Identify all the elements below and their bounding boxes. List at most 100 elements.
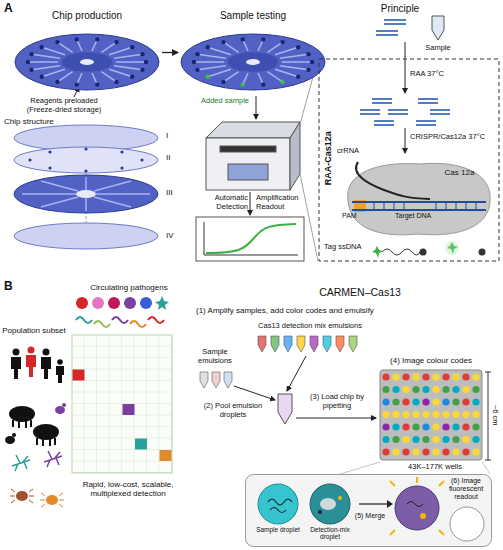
imaging-chip-shape [412,448,419,455]
pointer-arrow [287,356,306,391]
dna-strand [374,120,394,122]
imaging-chip-shape [412,373,419,380]
emulsion-tubes [200,372,208,388]
imaging-chip-shape [442,448,449,455]
layer-number: IV [166,231,186,240]
imaging-chip-shape [392,423,399,430]
chip-disc-shape [140,68,144,72]
step-label: Added sample [196,97,254,106]
cas12a-protein-shape [356,162,430,199]
droplet-inset-shape [420,513,426,519]
imaging-chip-shape [442,423,449,430]
chip-disc-shape [241,82,245,86]
imaging-chip-shape [402,448,409,455]
pathogen-icons [112,317,128,323]
step-label: (3) Load chip by pipetting [298,393,376,410]
imaging-chip-shape [412,386,419,393]
pathogen-icons [124,297,136,309]
sample-droplet-shape [258,484,298,524]
note: Rapid, low-cost, scalable, multiplexed d… [78,480,178,498]
chip-disc-shape [28,61,58,63]
chip-disc-shape [282,61,312,63]
panel-heading: Chip production [12,10,162,22]
chip-layers [94,197,131,207]
pathogen-icons [155,296,169,310]
chip-disc-shape [42,47,65,55]
sample-label: Sample [418,44,458,53]
chip-disc-shape [206,45,210,49]
host-icons [55,406,65,414]
host-icons [5,436,15,444]
chip-disc-shape [130,75,134,79]
detection-droplet: Detection-mix droplet [302,482,358,544]
pathogen-matrix [72,335,172,473]
imaging-chip-shape [442,398,449,405]
imaging-chip-shape [452,411,459,418]
imaging-chip-shape [378,356,484,462]
imaging-chip-shape [452,386,459,393]
pathogen-icons [76,297,88,309]
method-label: RAA-Cas12a [323,118,333,198]
chip-disc-shape [57,72,72,82]
chip-layers [76,190,96,198]
imaging-chip-shape [382,373,389,380]
pathogen-icons [94,321,110,327]
chip-disc-shape [181,34,325,90]
chip-disc-shape [195,68,199,72]
reporter-probe [479,249,486,256]
panel-heading: CARMEN–Cas13 [280,286,440,298]
host-icons [57,359,63,365]
chip-layers [14,147,158,173]
imaging-chip-shape [432,436,439,443]
chip-layers [41,181,78,191]
imaging-chip-shape [402,373,409,380]
imaging-chip-shape [442,386,449,393]
step-label: (1) Amplify samples, add color codes and… [196,306,496,315]
imaging-chip-shape [382,411,389,418]
chip-layers [94,181,131,191]
imaging-chip-shape [462,436,469,443]
emulsion-tubes [310,336,318,352]
host-icons [41,357,51,379]
reporter-probe [382,249,420,255]
imaging-chip-shape [382,398,389,405]
flow-arrow [162,52,178,53]
imaging-chip-shape [392,448,399,455]
chip-disc-shape [12,10,162,95]
step-label: RAA 37°C [410,70,470,79]
chip-disc-shape [116,61,146,63]
chip-disc-shape [42,69,65,77]
dimension-bracket [485,460,491,461]
dna-strand [372,102,392,104]
chip-disc-shape [280,66,308,70]
imaging-chip-shape [442,411,449,418]
part-label: Target DNA [395,212,455,220]
dna-strand [360,109,380,111]
chip-disc-shape [15,34,159,90]
dna-strand [360,113,380,115]
chip-layers [28,158,31,161]
amplification-plot [196,217,304,261]
chip-disc-shape [62,52,112,72]
chip-disc-shape [223,42,238,52]
imaging-chip-shape [392,411,399,418]
imaging-chip-shape [412,398,419,405]
chip-disc-shape [275,47,298,55]
dimension-bracket [485,372,491,460]
host-icons [9,406,35,422]
chip-layers [120,150,123,153]
detection-droplet-shape [338,496,342,500]
host-icons [28,347,35,354]
group-heading: Population subset [2,326,66,335]
part-label: Chip structure [4,117,84,126]
pathogen-matrix [73,370,85,381]
pathogen-matrix [72,335,172,473]
chip-disc-shape [55,80,59,84]
emulsion-tubes [297,336,305,352]
chip-disc: Sample testing [178,10,328,95]
chip-disc-shape [306,52,310,56]
imaging-chip-shape [382,386,389,393]
dna-strand [430,113,450,115]
chip-disc-shape [208,69,231,77]
